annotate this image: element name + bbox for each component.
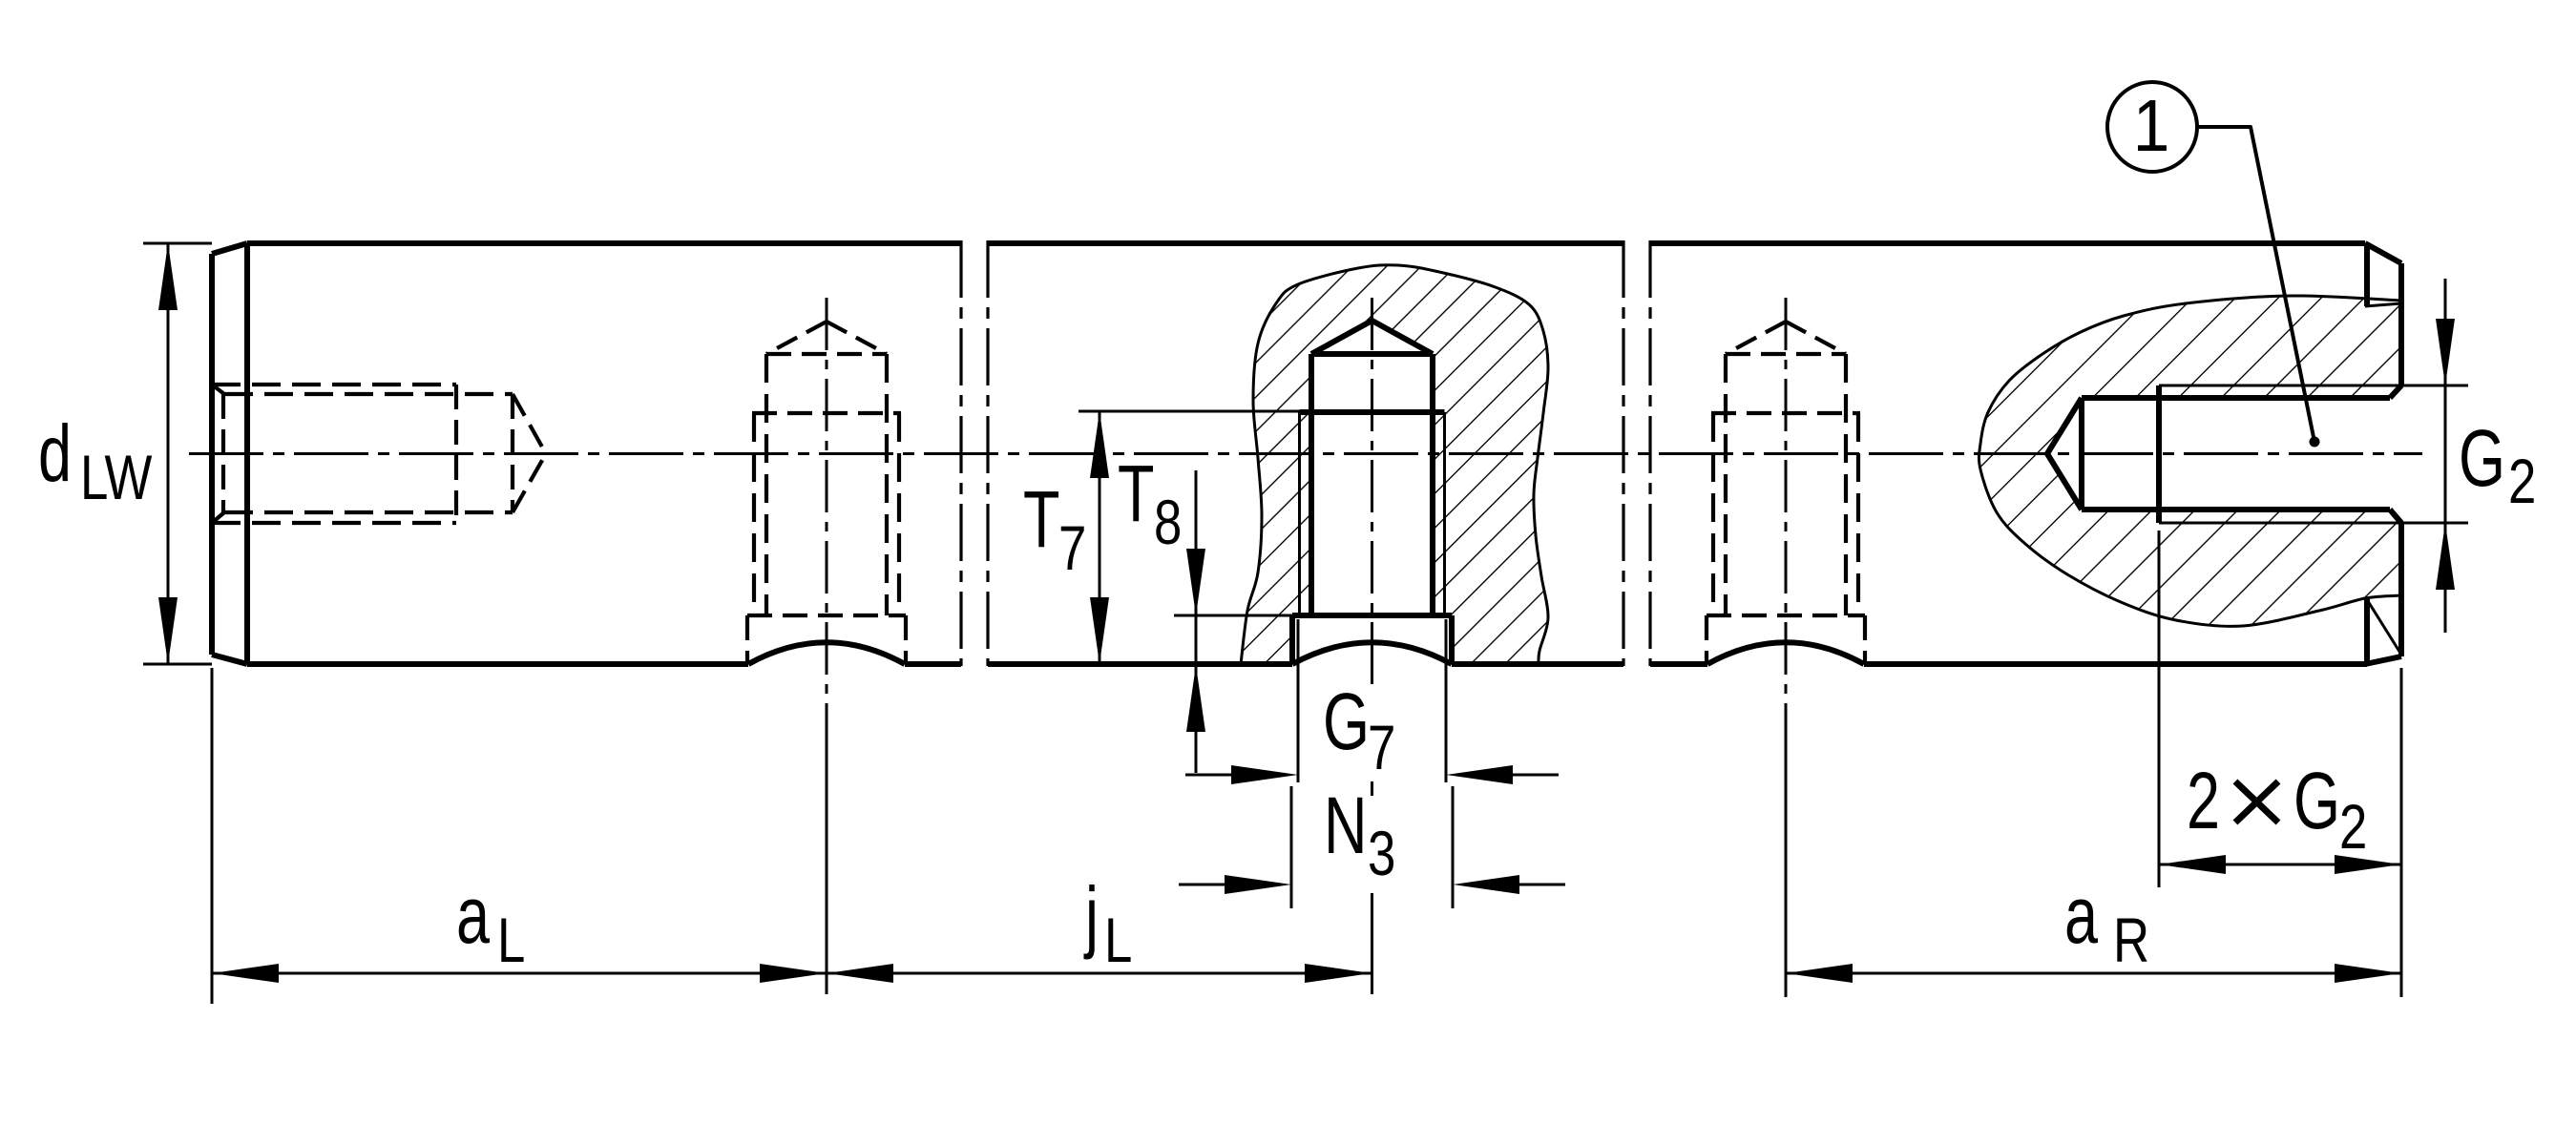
svg-text:R: R (2113, 905, 2149, 975)
svg-text:L: L (497, 905, 525, 975)
svg-text:G: G (2459, 413, 2505, 503)
svg-text:T: T (1118, 448, 1154, 538)
svg-text:j: j (1083, 870, 1099, 960)
svg-text:2: 2 (2508, 446, 2536, 516)
svg-text:L: L (1104, 905, 1132, 975)
svg-text:d: d (38, 408, 72, 498)
svg-text:G: G (1323, 677, 1370, 766)
svg-text:7: 7 (1368, 712, 1395, 782)
svg-text:1: 1 (2133, 85, 2170, 167)
svg-text:T: T (1023, 474, 1059, 564)
svg-text:N: N (1324, 781, 1368, 870)
svg-text:LW: LW (80, 442, 153, 512)
svg-text:a: a (456, 870, 491, 960)
svg-text:2: 2 (2339, 791, 2367, 862)
svg-text:8: 8 (1154, 487, 1182, 557)
svg-text:7: 7 (1058, 512, 1086, 583)
svg-text:G: G (2293, 756, 2340, 845)
svg-text:3: 3 (1368, 818, 1395, 888)
svg-text:a: a (2064, 870, 2099, 960)
svg-text:2: 2 (2187, 756, 2220, 845)
